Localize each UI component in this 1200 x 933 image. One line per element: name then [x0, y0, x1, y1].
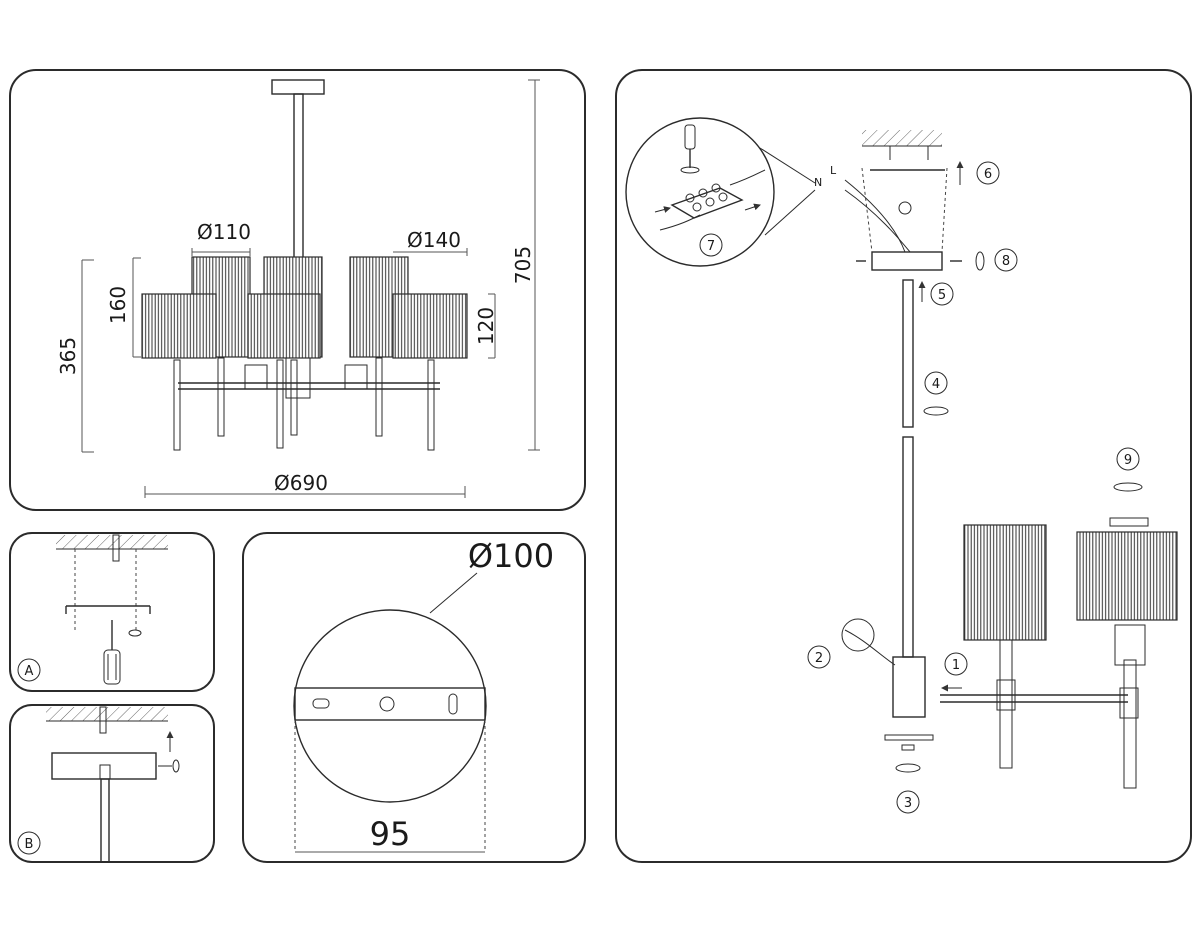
lamp-shades — [141, 256, 468, 359]
step-9-label: 9 — [1124, 453, 1132, 468]
wire-n-label: N — [814, 176, 822, 189]
screwdriver-icon — [684, 124, 696, 168]
dim-width: Ø690 — [274, 471, 328, 495]
dim-shade-small: Ø110 — [197, 220, 251, 244]
wire-l-label: L — [830, 164, 837, 177]
dim-height-total: 705 — [511, 246, 535, 284]
terminal-block-icon — [670, 183, 744, 219]
step-5-label: 5 — [938, 288, 946, 303]
candle-stems — [173, 357, 435, 451]
step-8-label: 8 — [1002, 254, 1010, 269]
canopy-diameter: Ø100 — [468, 537, 554, 575]
canopy-plate-width: 95 — [370, 815, 411, 853]
canopy-detail-panel: Ø100 95 — [242, 532, 586, 863]
dim-height-body: 365 — [56, 337, 80, 375]
mount-b-panel: B — [9, 704, 215, 863]
step-7-label: 7 — [707, 239, 715, 254]
assembly-panel: 7 N L 6 8 5 4 2 — [615, 69, 1192, 863]
step-2-label: 2 — [815, 651, 823, 666]
step-4-label: 4 — [932, 377, 940, 392]
mount-a-panel: A — [9, 532, 215, 692]
step-6-label: 6 — [984, 167, 992, 182]
overview-panel: Ø110 Ø140 705 365 160 120 Ø690 — [9, 69, 586, 511]
mount-b-label: B — [25, 837, 34, 852]
dim-shade-height-small: 160 — [106, 286, 130, 324]
dim-shade-large: Ø140 — [407, 228, 461, 252]
mount-a-label: A — [25, 664, 34, 679]
dim-shade-height-large: 120 — [474, 307, 498, 345]
wiring-detail-bubble — [625, 117, 816, 267]
step-3-label: 3 — [904, 796, 912, 811]
step-1-label: 1 — [952, 658, 960, 673]
screwdriver-icon — [103, 620, 121, 685]
